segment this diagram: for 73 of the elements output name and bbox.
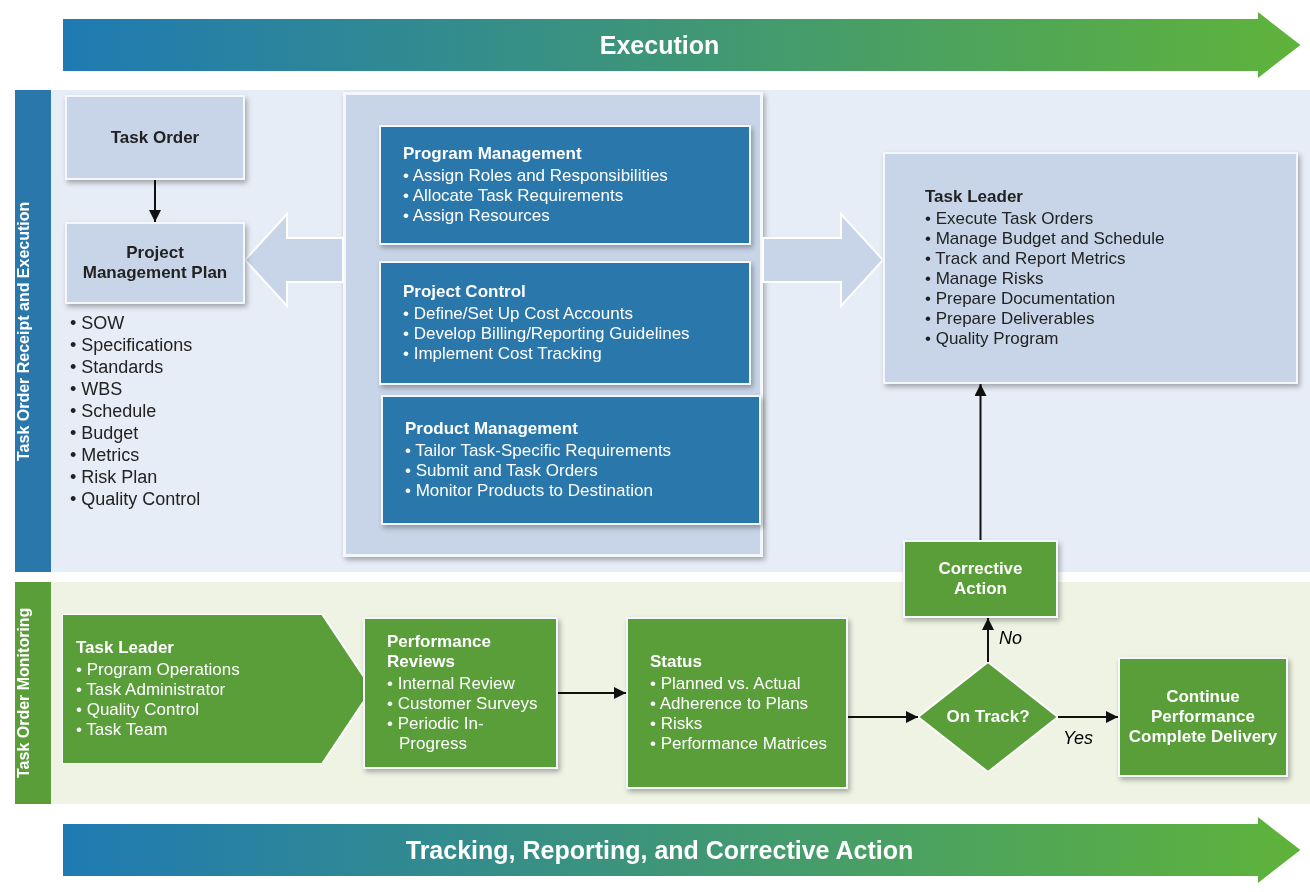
list-item: • Internal Review bbox=[387, 674, 516, 694]
list-item: • Quality Control bbox=[70, 488, 202, 510]
list-item: • Quality Program bbox=[925, 329, 1060, 349]
list-item: • Assign Resources bbox=[403, 206, 551, 226]
process-box bbox=[379, 261, 751, 385]
box-heading: Status bbox=[650, 652, 703, 672]
list-item: • Track and Report Metrics bbox=[925, 249, 1127, 269]
box-heading: Task Leader bbox=[76, 638, 175, 658]
arrow bbox=[847, 711, 919, 723]
list-item: • Monitor Products to Destination bbox=[405, 481, 654, 501]
arrow bbox=[149, 179, 161, 223]
arrow bbox=[557, 687, 627, 699]
list-item: • Submit and Task Orders bbox=[405, 461, 599, 481]
list-item: • Periodic In-Progress bbox=[387, 714, 485, 754]
block-arrow bbox=[762, 211, 885, 309]
box-heading: Performance Reviews bbox=[387, 632, 492, 672]
list-item: • Planned vs. Actual bbox=[650, 674, 802, 694]
list-item: • Allocate Task Requirements bbox=[403, 186, 625, 206]
list-item: • Program Operations bbox=[76, 660, 241, 680]
list-item: • Risk Plan bbox=[70, 466, 159, 488]
list-item: • Performance Matrices bbox=[650, 734, 828, 754]
arrow bbox=[974, 383, 987, 541]
list-item: • Task Administrator bbox=[76, 680, 227, 700]
list-item: • Specifications bbox=[70, 334, 194, 356]
list-item: • Budget bbox=[70, 422, 140, 444]
list-item: • Tailor Task-Specific Requirements bbox=[405, 441, 673, 461]
arrow bbox=[982, 617, 994, 663]
list-item: • Standards bbox=[70, 356, 165, 378]
list-item: • Prepare Documentation bbox=[925, 289, 1117, 309]
banner-text: Tracking, Reporting, and Corrective Action bbox=[405, 835, 914, 865]
arrow bbox=[1057, 711, 1119, 723]
band-title: Task Order Monitoring bbox=[15, 582, 51, 804]
list-item: • Implement Cost Tracking bbox=[403, 344, 603, 364]
process-box bbox=[1118, 657, 1288, 777]
process-box bbox=[883, 152, 1298, 384]
list-item: • Execute Task Orders bbox=[925, 209, 1095, 229]
box-heading: Program Management bbox=[403, 144, 583, 164]
list-item: • Assign Roles and Responsibilities bbox=[403, 166, 669, 186]
list-item: • Adherence to Plans bbox=[650, 694, 810, 714]
process-box bbox=[363, 617, 558, 769]
process-box bbox=[626, 617, 848, 789]
box-label: Continue Performance Complete Delivery bbox=[1127, 687, 1279, 747]
list-item: • WBS bbox=[70, 378, 124, 400]
list-item: • Customer Surveys bbox=[387, 694, 539, 714]
box-heading: Task Leader bbox=[925, 187, 1024, 207]
banner-text: Execution bbox=[599, 30, 720, 60]
list-item: • Task Team bbox=[76, 720, 169, 740]
block-arrow bbox=[243, 211, 344, 309]
box-heading: Project Control bbox=[403, 282, 527, 302]
list-item: • Manage Budget and Schedule bbox=[925, 229, 1166, 249]
process-box bbox=[65, 222, 245, 304]
list-item: • Metrics bbox=[70, 444, 141, 466]
swimlane-panel bbox=[15, 90, 1310, 572]
box-label: On Track? bbox=[946, 707, 1030, 727]
process-box bbox=[381, 395, 761, 525]
list-item: • SOW bbox=[70, 312, 126, 334]
process-box bbox=[379, 125, 751, 245]
list-item: • Develop Billing/Reporting Guidelines bbox=[403, 324, 691, 344]
box-heading: Product Management bbox=[405, 419, 579, 439]
swimlane-panel bbox=[15, 582, 1310, 804]
box-label: Corrective Action bbox=[937, 559, 1024, 599]
list-item: • Schedule bbox=[70, 400, 158, 422]
process-box bbox=[903, 540, 1058, 618]
process-box bbox=[65, 95, 245, 180]
list-item: • Quality Control bbox=[76, 700, 201, 720]
list-item: • Risks bbox=[650, 714, 704, 734]
box-label: Task Order bbox=[110, 127, 200, 148]
box-label: Project Management Plan bbox=[81, 243, 229, 283]
list-item: • Manage Risks bbox=[925, 269, 1045, 289]
list-item: • Define/Set Up Cost Accounts bbox=[403, 304, 634, 324]
group-box bbox=[343, 92, 763, 557]
list-item: • Prepare Deliverables bbox=[925, 309, 1096, 329]
band-title: Task Order Receipt and Execution bbox=[15, 90, 51, 572]
